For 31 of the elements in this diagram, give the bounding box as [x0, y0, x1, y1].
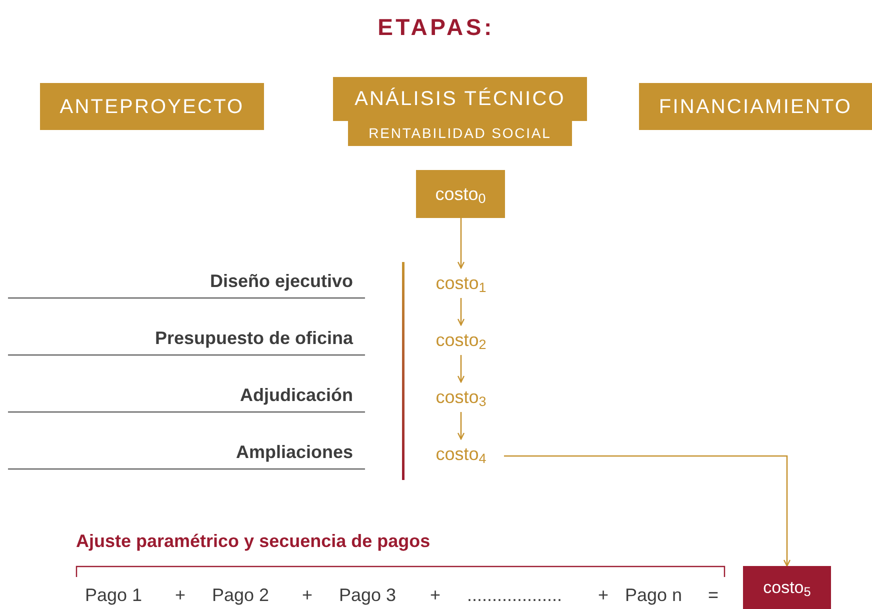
formula-term: + [175, 584, 186, 607]
formula-term: Pago 2 [212, 584, 270, 607]
stage-label: Adjudicación [238, 384, 353, 407]
stage-label: Presupuesto de oficina [154, 327, 353, 350]
arrow [457, 412, 465, 440]
stage-box: ANTEPROYECTO [40, 83, 264, 130]
arrow [504, 455, 791, 567]
stage-label: Diseño ejecutivo [208, 270, 353, 293]
arrow [457, 355, 465, 383]
formula-term: = [708, 584, 719, 607]
cost-label: costo$_{4}$ [426, 439, 496, 469]
arrow [457, 298, 465, 326]
cost-label: costo$_{1}$ [426, 268, 496, 298]
stage-subtitle: RENTABILIDAD SOCIAL [348, 121, 572, 146]
stage-label: Ampliaciones [234, 441, 353, 464]
stage-box: ANÁLISIS TÉCNICO [333, 77, 587, 121]
arrow [457, 218, 465, 269]
cost-box: costo$_{0}$ [416, 170, 505, 218]
section-heading: Ajuste paramétrico y secuencia de pagos [76, 530, 430, 553]
formula-term: + [302, 584, 313, 607]
formula-term: ................... [467, 584, 562, 607]
cost-label: costo$_{3}$ [426, 382, 496, 412]
cost-box: costo$_{5}$ [743, 566, 831, 609]
formula-term: Pago 1 [85, 584, 142, 607]
title: ETAPAS: [376, 13, 496, 42]
stage-box: FINANCIAMIENTO [639, 83, 872, 130]
formula-term: Pago 3 [339, 584, 396, 607]
formula-term: + [598, 584, 609, 607]
cost-label: costo$_{2}$ [426, 325, 496, 355]
formula-term: Pago n [625, 584, 682, 607]
formula-term: + [430, 584, 441, 607]
